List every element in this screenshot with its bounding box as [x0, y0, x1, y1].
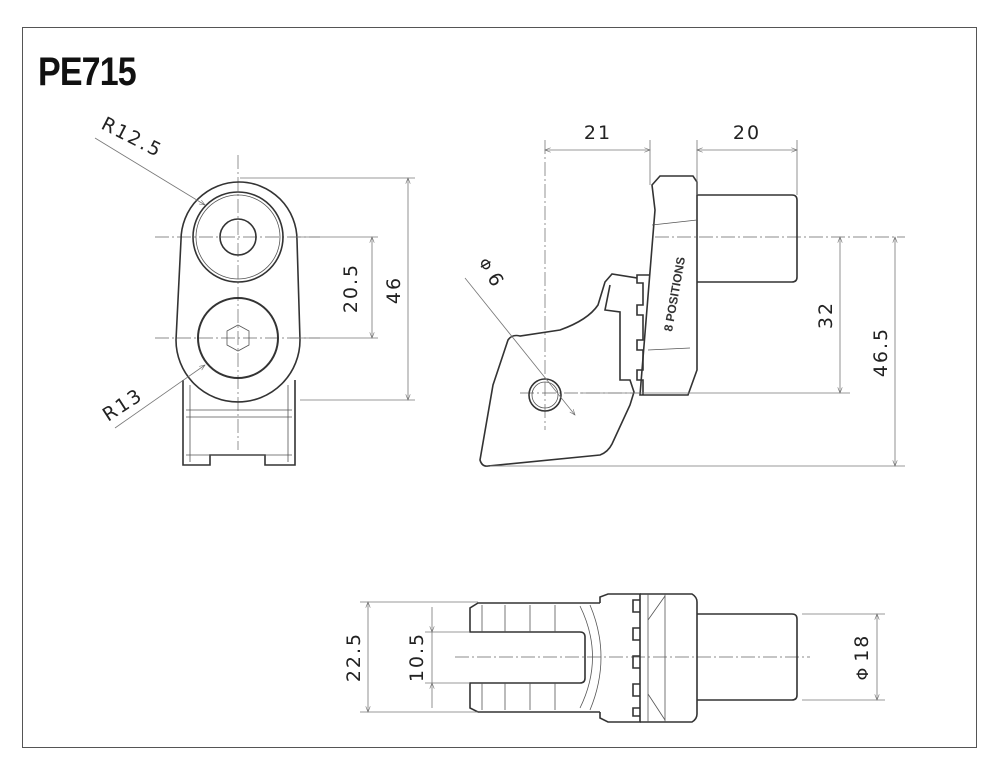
dim-center-distance: 20.5 — [340, 263, 362, 313]
dim-shaft-diameter-label: Φ 18 — [851, 634, 873, 681]
drawing-frame — [22, 27, 977, 748]
side-view: 8 POSITIONS 21 20 32 46.5 Φ6 — [464, 122, 905, 467]
front-view: 46 20.5 R12.5 R13 — [94, 113, 415, 466]
dim-shaft-diameter: 18 — [851, 634, 873, 662]
dim-width: 22.5 — [343, 632, 365, 682]
dim-lever-offset: 21 — [584, 122, 612, 144]
dim-hole-drop: 32 — [815, 301, 837, 329]
engraving-8-positions: 8 POSITIONS — [661, 256, 688, 333]
dim-total-height: 46.5 — [870, 327, 892, 377]
bottom-view: 22.5 10.5 Φ 18 — [343, 593, 885, 723]
dim-radius-top: R12.5 — [98, 113, 166, 162]
dim-radius-bottom: R13 — [99, 384, 147, 426]
diameter-symbol: Φ — [853, 666, 872, 681]
part-number-title: PE715 — [38, 50, 137, 94]
dim-hole-diameter-label: Φ6 — [474, 254, 509, 293]
dim-shaft-length: 20 — [733, 122, 761, 144]
dim-height: 46 — [383, 276, 405, 304]
dim-slot: 10.5 — [406, 632, 428, 682]
